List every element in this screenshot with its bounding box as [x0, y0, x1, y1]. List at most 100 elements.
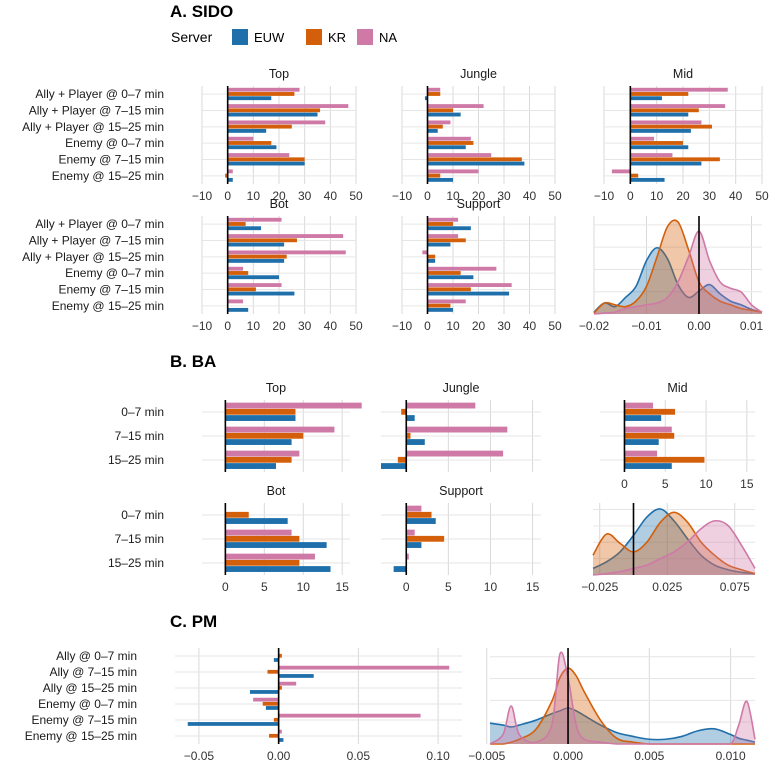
bar-kr: [267, 669, 279, 674]
density-area-na: [594, 231, 762, 314]
x-tick-label: 0.075: [720, 580, 750, 594]
bar-euw: [427, 177, 453, 182]
bar-kr: [227, 157, 305, 162]
bar-euw: [225, 463, 276, 469]
bar-euw: [278, 738, 284, 742]
bar-kr: [278, 685, 282, 690]
x-tick-label: 10: [297, 580, 311, 594]
density-area-kr: [594, 220, 762, 314]
bar-euw: [227, 291, 295, 296]
bar-kr: [427, 287, 471, 292]
x-tick-label: 0.00: [267, 749, 291, 763]
bar-na: [227, 283, 282, 287]
bar-kr: [269, 733, 279, 738]
bar-kr: [406, 535, 445, 542]
bar-euw: [227, 226, 262, 231]
bar-euw: [406, 542, 422, 548]
bar-kr: [225, 511, 249, 518]
ba-panel-title: Top: [266, 381, 286, 395]
bar-kr: [427, 124, 443, 129]
category-label: Enemy @ 0–7 min: [38, 697, 137, 711]
bar-euw: [406, 439, 425, 445]
bar-euw: [227, 96, 272, 101]
bar-euw: [381, 463, 407, 469]
bar-euw: [630, 161, 702, 166]
bar-euw: [225, 518, 288, 524]
bar-na: [406, 529, 415, 536]
sido-section-title: A. SIDO: [170, 2, 233, 21]
bar-na: [227, 104, 349, 108]
bar-euw: [227, 275, 279, 280]
bar-na: [406, 553, 409, 560]
x-tick-label: 10: [247, 189, 261, 203]
bar-euw: [249, 690, 279, 694]
x-tick-label: 50: [548, 319, 562, 333]
legend-swatch-kr: [306, 29, 322, 45]
density-area-euw: [594, 247, 762, 314]
bar-na: [630, 153, 673, 157]
category-label: 0–7 min: [121, 405, 164, 419]
bar-kr: [225, 456, 292, 463]
x-tick-label: 15: [526, 580, 540, 594]
bar-kr: [630, 92, 689, 96]
bar-kr: [427, 92, 441, 96]
bar-kr: [397, 456, 407, 463]
bar-euw: [624, 415, 662, 421]
x-tick-label: 0: [424, 319, 431, 333]
x-tick-label: 0.025: [652, 580, 682, 594]
x-tick-label: 10: [650, 189, 664, 203]
category-label: Ally + Player @ 7–15 min: [29, 234, 164, 248]
bar-euw: [427, 275, 474, 280]
bar-na: [227, 234, 344, 238]
x-tick-label: 0: [222, 580, 229, 594]
bar-na: [624, 450, 658, 457]
bar-kr: [225, 173, 228, 178]
x-tick-label: 50: [349, 189, 363, 203]
x-tick-label: 0: [224, 189, 231, 203]
x-tick-label: −0.01: [631, 319, 662, 333]
bar-na: [225, 450, 300, 457]
bar-euw: [630, 112, 689, 117]
category-label: Ally @ 7–15 min: [49, 665, 137, 679]
legend-label-euw: EUW: [254, 30, 285, 45]
bar-na: [630, 104, 726, 108]
bar-euw: [227, 161, 305, 166]
x-tick-label: 5: [261, 580, 268, 594]
bar-euw: [406, 415, 415, 421]
sido-panel-title: Jungle: [460, 67, 497, 81]
x-tick-label: −10: [192, 319, 213, 333]
x-tick-label: 10: [484, 580, 498, 594]
x-tick-label: 30: [703, 189, 717, 203]
bar-euw: [630, 145, 689, 150]
x-tick-label: 20: [472, 189, 486, 203]
legend-swatch-euw: [232, 29, 248, 45]
x-tick-label: 30: [497, 189, 511, 203]
bar-na: [406, 426, 508, 433]
bar-na: [624, 402, 654, 409]
ba-panel-title: Bot: [267, 484, 286, 498]
bar-na: [227, 169, 233, 174]
bar-euw: [187, 722, 279, 726]
legend-swatch-na: [357, 29, 373, 45]
ba-panel-title: Jungle: [443, 381, 480, 395]
sido-panel-title: Mid: [673, 67, 693, 81]
bar-na: [427, 283, 512, 287]
density-line-euw: [592, 508, 756, 575]
bar-na: [427, 104, 484, 108]
x-tick-label: −10: [392, 189, 413, 203]
bar-euw: [227, 128, 267, 133]
bar-na: [278, 713, 421, 718]
sido-panel-title: Top: [269, 67, 289, 81]
density-line-euw: [489, 707, 756, 743]
x-tick-label: 10: [699, 477, 713, 491]
x-tick-label: 0.01: [740, 319, 764, 333]
bar-kr: [630, 108, 699, 113]
x-tick-label: 10: [247, 319, 261, 333]
bar-na: [278, 665, 450, 670]
bar-kr: [624, 432, 675, 439]
bar-euw: [225, 439, 292, 445]
bar-kr: [225, 432, 304, 439]
